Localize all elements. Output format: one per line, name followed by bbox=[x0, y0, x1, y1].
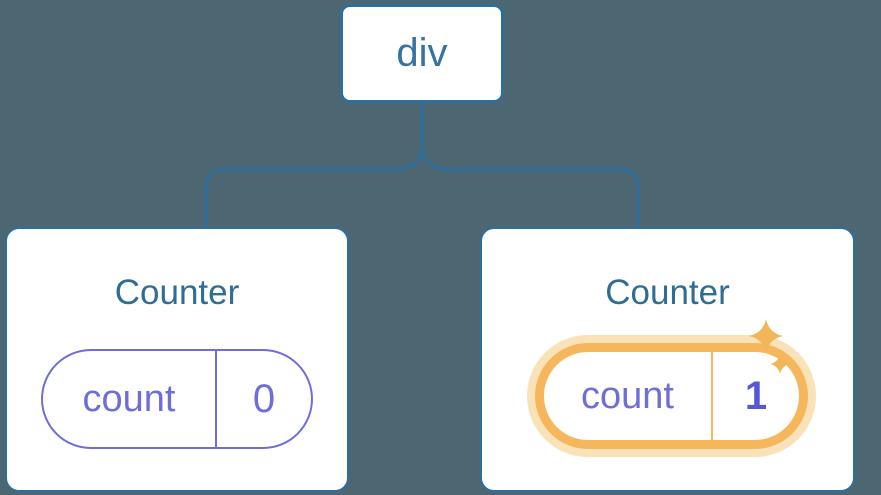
root-node-label: div bbox=[396, 31, 448, 75]
state-pill: count 0 bbox=[41, 349, 313, 449]
root-node-div: div bbox=[340, 4, 504, 103]
state-pill-highlighted: count 1 bbox=[535, 343, 808, 449]
component-title: Counter bbox=[114, 273, 240, 312]
state-key: count bbox=[581, 374, 674, 417]
component-title: Counter bbox=[605, 273, 730, 312]
pill-divider bbox=[711, 352, 713, 440]
connector-right-branch bbox=[420, 101, 640, 229]
counter-card-left: Counter count 0 bbox=[5, 227, 349, 492]
counter-card-right: Counter count 1 bbox=[480, 227, 855, 492]
connector-left-branch bbox=[204, 101, 424, 229]
pill-divider bbox=[215, 351, 217, 447]
state-value: 0 bbox=[252, 376, 276, 421]
state-value: 1 bbox=[744, 373, 768, 418]
state-key: count bbox=[82, 377, 176, 420]
